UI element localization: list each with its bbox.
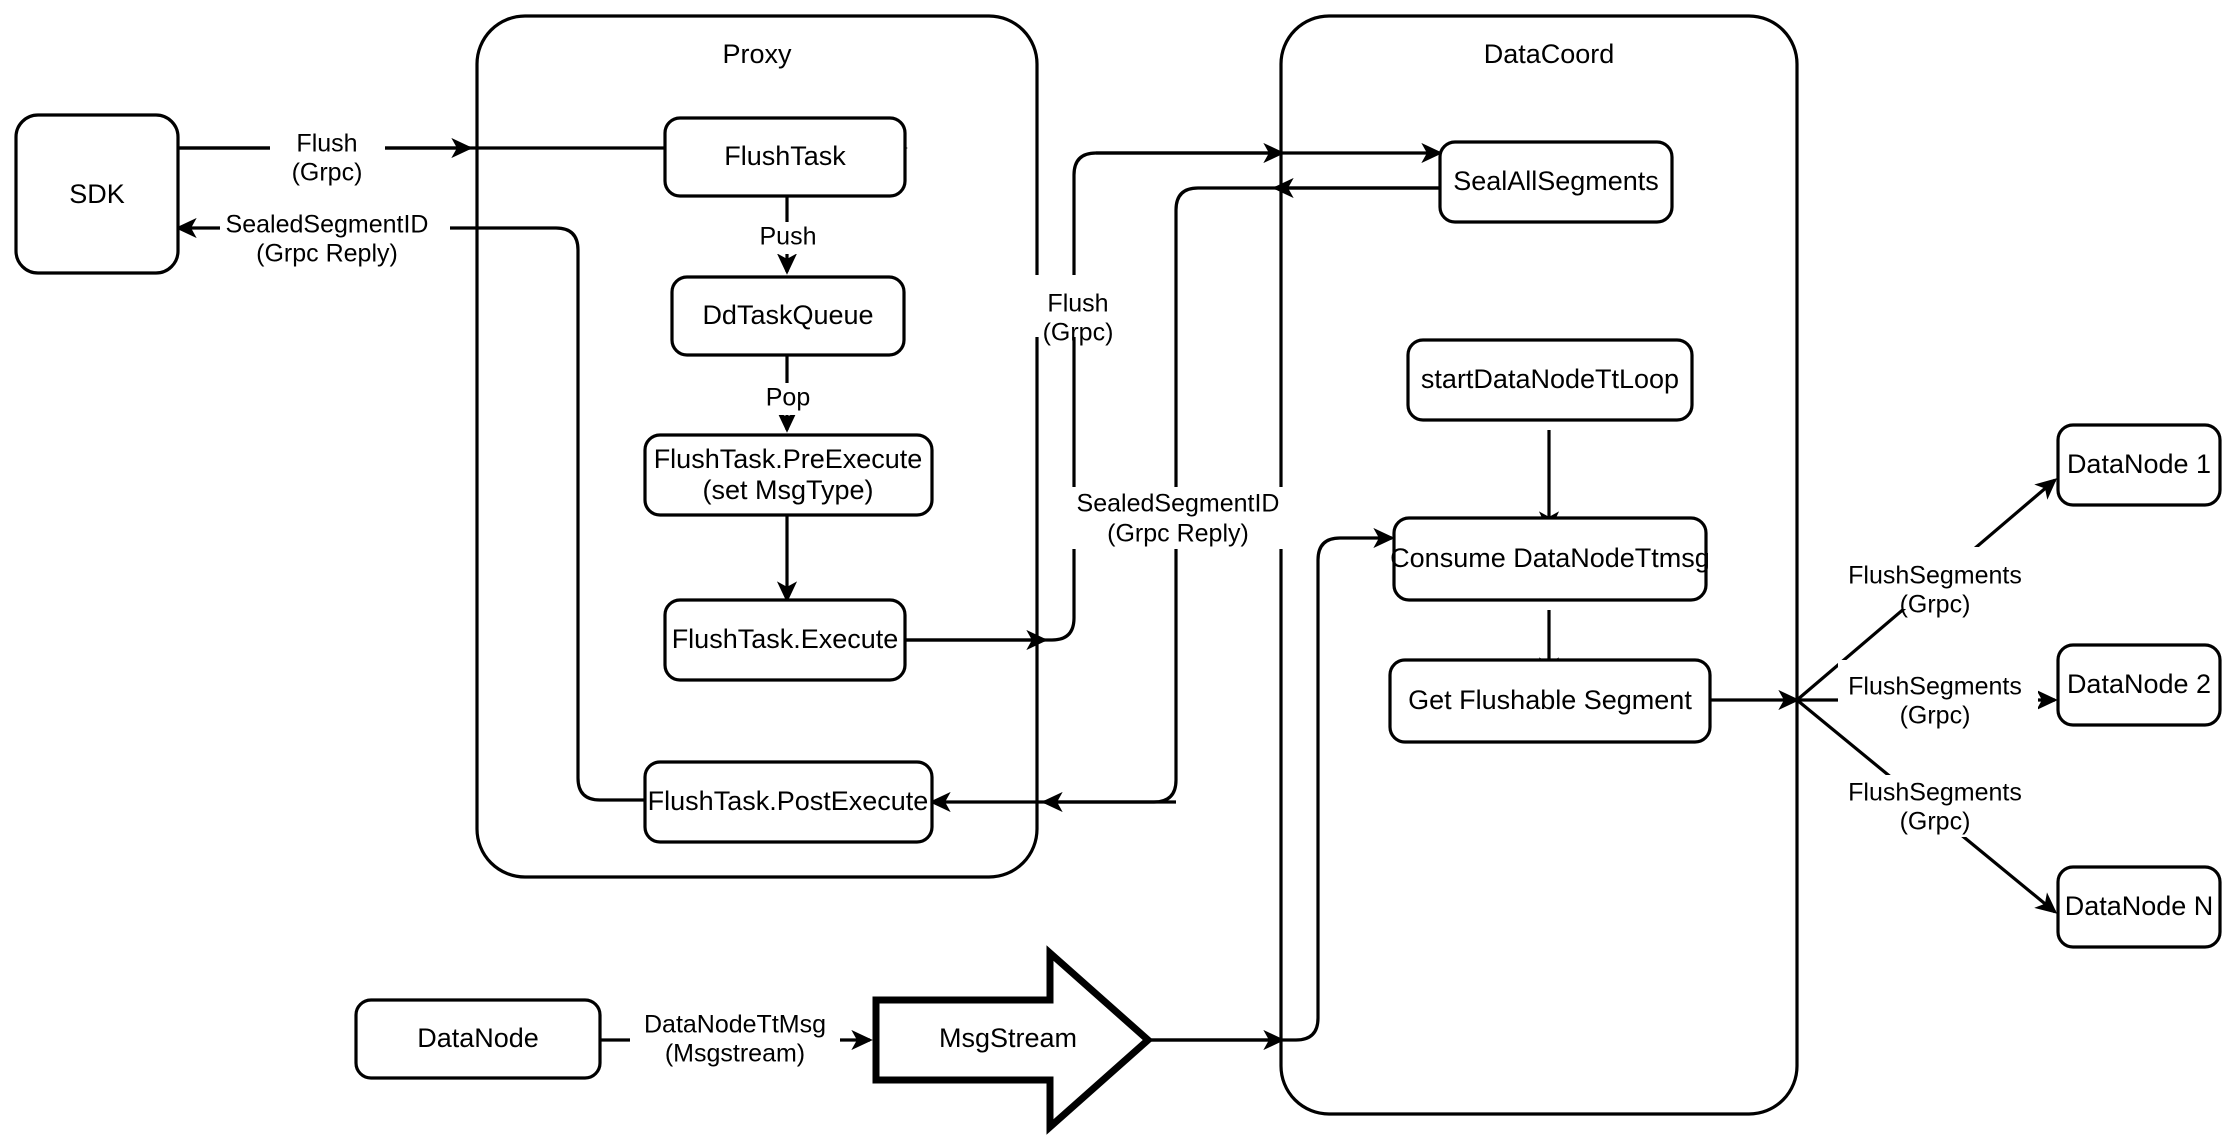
edge-msgstream-to-consumettmsg	[1148, 527, 1395, 1042]
msgstream-block-arrow-shape[interactable]	[872, 945, 1154, 1135]
container-datacoord: DataCoord	[1279, 14, 1799, 1116]
flush-grpc-line2: (Grpc)	[292, 159, 363, 187]
datanode1-label: DataNode 1	[2067, 449, 2211, 479]
proxy-container-label: Proxy	[722, 39, 792, 69]
node-datanode-source[interactable]: DataNode	[354, 998, 602, 1080]
getflushable-box[interactable]	[1388, 658, 1712, 744]
flushsegments1-label-bg	[1838, 547, 2038, 609]
push-label-bg	[750, 222, 826, 254]
sealed-inner-label-bg	[1065, 487, 1290, 549]
datanode-source-label: DataNode	[417, 1023, 539, 1053]
postexecute-label: FlushTask.PostExecute	[648, 786, 929, 816]
consumettmsg-box[interactable]	[1392, 516, 1708, 602]
node-sealallsegments[interactable]: SealAllSegments	[1438, 140, 1674, 224]
node-flushtask-preexecute[interactable]: FlushTask.PreExecute (set MsgType)	[643, 433, 934, 517]
flush-grpc-label-bg	[270, 127, 385, 189]
flushsegments2-line2: (Grpc)	[1900, 702, 1971, 730]
flush-inner-label-bg	[1028, 275, 1128, 337]
datacoord-container-label: DataCoord	[1484, 39, 1615, 69]
node-get-flushable-segment[interactable]: Get Flushable Segment	[1388, 658, 1712, 744]
execute-box[interactable]	[663, 598, 907, 682]
edge-execute-to-sealallsegments	[905, 142, 1443, 642]
consumettmsg-label: Consume DataNodeTtmsg	[1390, 543, 1710, 573]
edge-label-flush-inner: Flush (Grpc)	[1028, 275, 1128, 347]
proxy-container-box	[475, 14, 1039, 879]
ddtaskqueue-box[interactable]	[670, 275, 906, 357]
edge-label-flushsegments-3: FlushSegments (Grpc)	[1838, 775, 2038, 837]
pop-label-bg	[755, 383, 821, 415]
datanode2-label: DataNode 2	[2067, 669, 2211, 699]
sealed-inner-line1: SealedSegmentID	[1077, 490, 1280, 518]
flushsegments3-line1: FlushSegments	[1848, 779, 2022, 807]
flush-inner-line2: (Grpc)	[1043, 319, 1114, 347]
flushtask-label: FlushTask	[724, 141, 846, 171]
msgstream-label: MsgStream	[939, 1023, 1077, 1053]
edge-label-sealed-reply: SealedSegmentID (Grpc Reply)	[220, 208, 450, 270]
ddtaskqueue-label: DdTaskQueue	[702, 300, 873, 330]
sdk-label: SDK	[69, 179, 125, 209]
edge-postexecute-to-sdk	[175, 217, 645, 802]
datacoord-container-box	[1279, 14, 1799, 1116]
datanodettmsg-label-bg	[630, 1008, 840, 1070]
sealallsegments-box[interactable]	[1438, 140, 1674, 224]
flush-grpc-line1: Flush	[296, 130, 357, 158]
node-datanode-2[interactable]: DataNode 2	[2056, 643, 2222, 727]
node-flushtask-execute[interactable]: FlushTask.Execute	[663, 598, 907, 682]
preexecute-box[interactable]	[643, 433, 934, 517]
edge-label-flushsegments-1: FlushSegments (Grpc)	[1838, 547, 2038, 619]
container-proxy: Proxy	[475, 14, 1039, 879]
node-consume-datanodettmsg[interactable]: Consume DataNodeTtmsg	[1390, 516, 1710, 602]
node-startdatanodettloop[interactable]: startDataNodeTtLoop	[1406, 338, 1694, 422]
edge-label-flush-grpc: Flush (Grpc)	[270, 127, 385, 189]
edge-label-datanodettmsg: DataNodeTtMsg (Msgstream)	[630, 1008, 840, 1070]
node-ddtaskqueue[interactable]: DdTaskQueue	[670, 275, 906, 357]
node-flushtask-postexecute[interactable]: FlushTask.PostExecute	[643, 760, 934, 844]
datanode-source-box[interactable]	[354, 998, 602, 1080]
preexecute-label-line2: (set MsgType)	[702, 475, 873, 505]
flushsegments3-line2: (Grpc)	[1900, 808, 1971, 836]
sdk-box[interactable]	[14, 113, 180, 275]
flushsegments1-line2: (Grpc)	[1900, 591, 1971, 619]
node-datanode-1[interactable]: DataNode 1	[2056, 423, 2222, 507]
flushsegments1-line1: FlushSegments	[1848, 562, 2022, 590]
sealallsegments-label: SealAllSegments	[1453, 166, 1659, 196]
node-flushtask[interactable]: FlushTask	[663, 116, 907, 198]
datanoden-box[interactable]	[2056, 865, 2222, 949]
node-sdk[interactable]: SDK	[14, 113, 180, 275]
flushsegments3-label-bg	[1838, 775, 2038, 837]
datanode2-box[interactable]	[2056, 643, 2222, 727]
sealed-reply-line2: (Grpc Reply)	[256, 240, 398, 268]
edge-label-sealed-inner: SealedSegmentID (Grpc Reply)	[1065, 487, 1290, 549]
datanodettmsg-line2: (Msgstream)	[665, 1040, 805, 1068]
datanodettmsg-line1: DataNodeTtMsg	[644, 1011, 826, 1039]
edge-label-pop: Pop	[755, 383, 821, 415]
sealed-inner-line2: (Grpc Reply)	[1107, 520, 1249, 548]
edge-label-push: Push	[750, 222, 826, 254]
execute-label: FlushTask.Execute	[672, 624, 899, 654]
flushtask-box[interactable]	[663, 116, 907, 198]
startttloop-label: startDataNodeTtLoop	[1421, 364, 1679, 394]
datanode1-box[interactable]	[2056, 423, 2222, 507]
node-msgstream[interactable]: MsgStream	[872, 945, 1154, 1135]
sealed-reply-line1: SealedSegmentID	[226, 211, 429, 239]
edge-label-flushsegments-2: FlushSegments (Grpc)	[1838, 660, 2038, 730]
flushsegments2-label-bg	[1838, 660, 2038, 722]
getflushable-label: Get Flushable Segment	[1408, 685, 1692, 715]
preexecute-label-line1: FlushTask.PreExecute	[654, 444, 923, 474]
pop-label: Pop	[766, 384, 810, 412]
postexecute-box[interactable]	[643, 760, 934, 844]
push-label: Push	[760, 223, 817, 251]
flush-inner-line1: Flush	[1047, 290, 1108, 318]
node-datanode-n[interactable]: DataNode N	[2056, 865, 2222, 949]
startttloop-box[interactable]	[1406, 338, 1694, 422]
datanoden-label: DataNode N	[2065, 891, 2214, 921]
flushsegments2-line1: FlushSegments	[1848, 673, 2022, 701]
sealed-reply-label-bg	[220, 208, 450, 270]
